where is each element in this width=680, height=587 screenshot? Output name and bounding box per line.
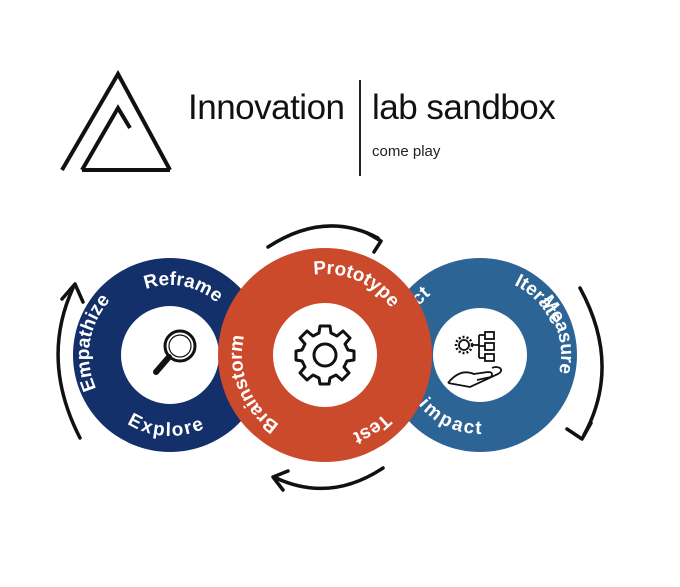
header: Innovation lab sandbox come play xyxy=(0,0,680,200)
brand-divider xyxy=(359,80,361,176)
ring-center: Prototype Brainstorm Test xyxy=(218,248,432,462)
brand-name-right: lab sandbox xyxy=(372,88,556,127)
logo-triangle-icon xyxy=(60,70,172,172)
ring-center-hole xyxy=(273,303,377,407)
gear-icon xyxy=(294,324,356,386)
cycle-arrows xyxy=(56,224,604,492)
tagline: come play xyxy=(372,143,441,160)
ring-right: Act Iterate Measure impact xyxy=(383,258,577,452)
arrow-top xyxy=(266,224,380,249)
arrow-left xyxy=(56,286,82,440)
arrow-top-head xyxy=(365,231,383,254)
arrow-right xyxy=(578,286,604,437)
arrow-bottom-head xyxy=(271,469,290,492)
arrow-right-head xyxy=(565,421,593,441)
hand-network-icon xyxy=(447,331,503,388)
ring-right-hole xyxy=(433,308,527,402)
brand-name-left: Innovation xyxy=(188,88,345,127)
magnifier-icon xyxy=(153,329,197,375)
arrow-left-head xyxy=(60,282,85,304)
arrow-bottom xyxy=(274,466,385,491)
